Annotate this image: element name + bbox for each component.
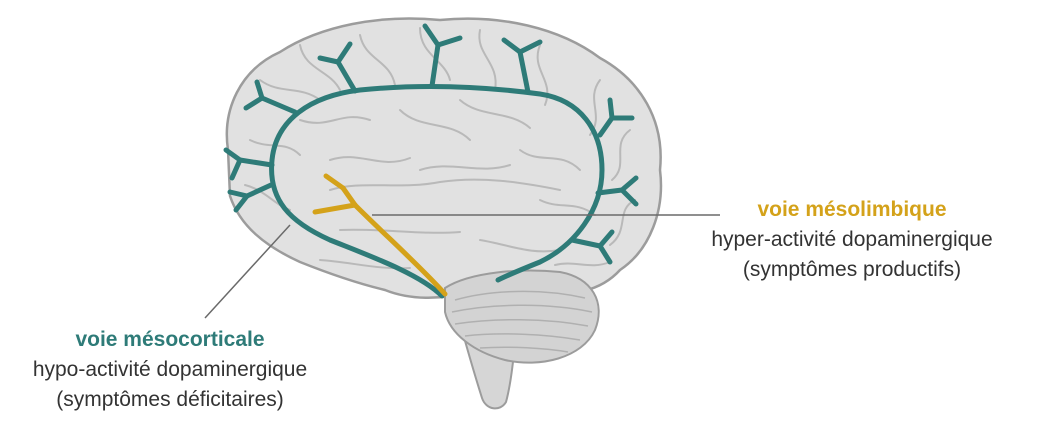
mesolimbic-label: voie mésolimbique hyper-activité dopamin… bbox=[662, 195, 1042, 285]
mesocortical-pointer-line bbox=[205, 225, 290, 318]
mesocortical-effect: hypo-activité dopaminergique bbox=[0, 355, 340, 385]
mesolimbic-effect: hyper-activité dopaminergique bbox=[662, 225, 1042, 255]
mesocortical-title: voie mésocorticale bbox=[0, 325, 340, 355]
mesocortical-symptoms: (symptômes déficitaires) bbox=[0, 385, 340, 415]
mesocortical-label: voie mésocorticale hypo-activité dopamin… bbox=[0, 325, 340, 415]
mesolimbic-symptoms: (symptômes productifs) bbox=[662, 255, 1042, 285]
mesolimbic-title: voie mésolimbique bbox=[662, 195, 1042, 225]
cerebrum bbox=[227, 18, 661, 297]
